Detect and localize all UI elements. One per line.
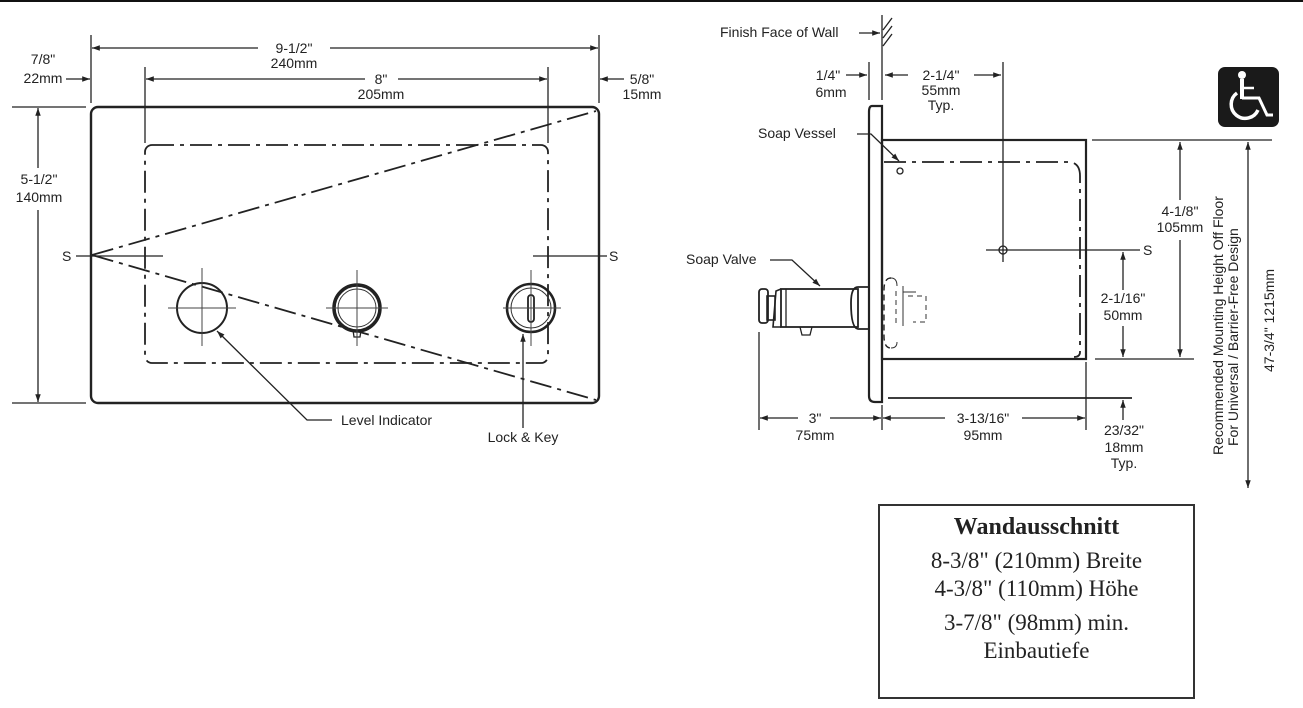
section-line-lower <box>91 254 597 401</box>
section-marker-right: S <box>609 248 618 264</box>
spec-box-title: Wandausschnitt <box>953 514 1120 540</box>
dim-valve-projection-imperial: 3" <box>809 410 822 426</box>
dim-bottom-flange-imperial: 23/32" <box>1104 422 1144 438</box>
dim-height-imperial: 5-1/2" <box>21 171 58 187</box>
section-line-upper <box>91 110 597 256</box>
push-button-ring <box>326 270 388 346</box>
dim-body-height-metric: 105mm <box>1157 219 1204 235</box>
valve-mechanism-hidden <box>883 277 927 349</box>
front-plate-outline <box>89 105 601 405</box>
callout-soap-vessel: Soap Vessel <box>758 125 836 141</box>
dim-right-offset-imperial: 5/8" <box>630 71 654 87</box>
dim-center-depth-metric: 55mm <box>922 82 961 98</box>
dim-body-height-imperial: 4-1/8" <box>1162 203 1199 219</box>
dim-right-offset-metric: 15mm <box>623 86 662 102</box>
callout-finish-face-of-wall: Finish Face of Wall <box>720 24 839 40</box>
dim-inner-width-imperial: 8" <box>375 71 388 87</box>
mounting-height-label-2: For Universal / Barrier-Free Design <box>1225 228 1241 446</box>
dim-bottom-flange-metric: 18mm <box>1105 439 1144 455</box>
front-view: 9-1/2" 240mm 8" 205mm 7/8" 22mm 5/8" 15m… <box>12 35 661 445</box>
dim-center-from-bottom-imperial: 2-1/16" <box>1101 290 1146 306</box>
spec-box-width: 8-3/8" (210mm) Breite <box>930 548 1143 573</box>
spec-box-min-depth: 3-7/8" (98mm) min. <box>943 610 1130 635</box>
dim-center-from-bottom-metric: 50mm <box>1104 307 1143 323</box>
callout-level-indicator: Level Indicator <box>341 412 432 428</box>
callout-lock-key: Lock & Key <box>488 429 559 445</box>
dim-bottom-flange-note: Typ. <box>1111 455 1137 471</box>
top-border-rule <box>0 0 1303 2</box>
section-marker-left: S <box>62 248 71 264</box>
soap-valve-body <box>758 286 869 336</box>
side-inner-vessel-outline <box>884 161 1081 358</box>
dim-flange-metric: 6mm <box>815 84 846 100</box>
dim-left-offset-metric: 22mm <box>24 70 63 86</box>
wall-cutout-spec-box: Wandausschnitt 8-3/8" (210mm) Breite 4-3… <box>878 504 1195 699</box>
wall-hatch-icon <box>882 17 893 47</box>
level-indicator-window <box>168 268 236 346</box>
front-inner-vessel-outline <box>144 144 549 364</box>
dim-center-depth-imperial: 2-1/4" <box>923 67 960 83</box>
spec-box-height: 4-3/8" (110mm) Höhe <box>934 576 1139 601</box>
flange-outline <box>867 104 884 404</box>
dim-overall-width-imperial: 9-1/2" <box>276 40 313 56</box>
callout-soap-valve: Soap Valve <box>686 251 757 267</box>
dim-left-offset-imperial: 7/8" <box>31 51 55 67</box>
side-view: Finish Face of Wall Soap Vessel <box>686 15 1279 488</box>
lock-cylinder <box>503 270 561 346</box>
dim-height-metric: 140mm <box>16 189 63 205</box>
dim-center-depth-note: Typ. <box>928 97 954 113</box>
mounting-height-label-1: Recommended Mounting Height Off Floor <box>1210 196 1226 455</box>
dim-valve-projection-metric: 75mm <box>796 427 835 443</box>
wheelchair-icon <box>1218 67 1279 127</box>
spec-box-depth-label: Einbautiefe <box>983 638 1090 663</box>
dim-overall-width-metric: 240mm <box>271 55 318 71</box>
dim-flange-imperial: 1/4" <box>816 67 840 83</box>
mounting-height-value: 47-3/4" 1215mm <box>1261 269 1277 372</box>
dim-depth-imperial: 3-13/16" <box>957 410 1009 426</box>
dim-inner-width-metric: 205mm <box>358 86 405 102</box>
section-marker-side: S <box>1143 242 1152 258</box>
dim-depth-metric: 95mm <box>964 427 1003 443</box>
